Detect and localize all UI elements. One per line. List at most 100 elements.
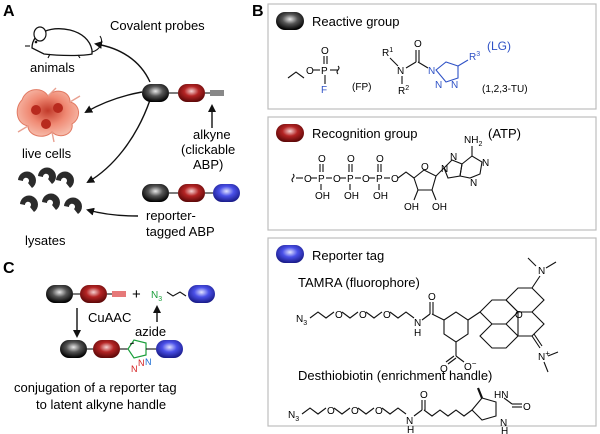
svg-text:O: O bbox=[375, 406, 383, 417]
svg-text:F: F bbox=[321, 85, 327, 96]
svg-text:N: N bbox=[428, 66, 435, 77]
label-reporter-1: reporter- bbox=[146, 208, 196, 223]
panel-c-letter: C bbox=[3, 260, 15, 277]
reporter-tagged-abp bbox=[142, 184, 240, 202]
svg-text:O: O bbox=[351, 406, 359, 417]
svg-text:NH2: NH2 bbox=[464, 135, 482, 148]
svg-text:N: N bbox=[500, 418, 507, 429]
reactive-group-capsule bbox=[142, 84, 169, 102]
svg-text:N3: N3 bbox=[296, 314, 307, 327]
svg-text:N+: N+ bbox=[538, 349, 550, 363]
svg-text:O−: O− bbox=[464, 359, 477, 373]
reactive-capsule-icon bbox=[276, 12, 304, 30]
svg-text:O: O bbox=[318, 154, 326, 165]
recognition-capsule-icon bbox=[276, 124, 304, 142]
svg-text:O: O bbox=[306, 66, 314, 77]
svg-text:N: N bbox=[451, 80, 458, 91]
svg-text:O: O bbox=[515, 310, 523, 321]
label-alkyne-1: alkyne bbox=[193, 127, 231, 142]
cells-icon bbox=[16, 87, 81, 143]
arrow-to-lysates-1 bbox=[86, 99, 151, 184]
arrow-to-cells bbox=[84, 91, 143, 113]
reactive-group-box bbox=[267, 3, 597, 110]
svg-text:O: O bbox=[362, 174, 370, 185]
svg-text:OH: OH bbox=[373, 191, 388, 202]
recognition-group-title: Recognition group bbox=[312, 126, 418, 141]
label-animals: animals bbox=[30, 60, 75, 75]
tu-structure: R1 N R2 O N N N R3 bbox=[382, 39, 480, 97]
label-alkyne-3: ABP) bbox=[193, 157, 223, 172]
svg-text:R2: R2 bbox=[398, 85, 409, 97]
svg-text:N: N bbox=[406, 416, 413, 427]
label-reporter-2: tagged ABP bbox=[146, 224, 215, 239]
svg-text:R3: R3 bbox=[469, 51, 480, 63]
reporter-capsule-icon bbox=[276, 245, 304, 263]
svg-text:P: P bbox=[347, 174, 354, 185]
svg-text:O: O bbox=[391, 174, 399, 185]
reporter-tag-box bbox=[267, 237, 597, 427]
panel-b-letter: B bbox=[252, 3, 264, 20]
svg-text:O: O bbox=[383, 310, 391, 321]
svg-text:O: O bbox=[421, 162, 429, 173]
svg-text:O: O bbox=[347, 154, 355, 165]
svg-text:O: O bbox=[428, 292, 436, 303]
svg-text:N: N bbox=[482, 158, 489, 169]
azide-n3-label: N3 bbox=[151, 290, 162, 303]
svg-text:N: N bbox=[435, 80, 442, 91]
svg-text:H: H bbox=[501, 426, 508, 434]
desthiobiotin-label: Desthiobiotin (enrichment handle) bbox=[298, 368, 492, 383]
svg-text:N: N bbox=[131, 364, 138, 374]
svg-text:H: H bbox=[414, 328, 421, 339]
mouse-icon bbox=[25, 26, 103, 59]
svg-text:R1: R1 bbox=[382, 47, 393, 59]
svg-text:N3: N3 bbox=[288, 410, 299, 423]
tamra-structure: N3 O O O N H O O O− O N N+ bbox=[296, 257, 559, 375]
svg-text:P: P bbox=[376, 174, 383, 185]
svg-text:N: N bbox=[441, 164, 448, 175]
svg-text:P: P bbox=[318, 174, 325, 185]
svg-text:N: N bbox=[470, 178, 477, 189]
svg-text:O: O bbox=[414, 39, 422, 50]
lg-label: (LG) bbox=[487, 39, 511, 53]
svg-text:OH: OH bbox=[344, 191, 359, 202]
svg-text:N: N bbox=[145, 357, 152, 367]
svg-text:O: O bbox=[304, 174, 312, 185]
svg-text:HN: HN bbox=[494, 390, 508, 401]
caption-c-1: conjugation of a reporter tag bbox=[14, 380, 177, 395]
label-azide: azide bbox=[135, 324, 166, 339]
svg-text:N: N bbox=[138, 358, 145, 368]
svg-text:N: N bbox=[450, 152, 457, 163]
label-cuaac: CuAAC bbox=[88, 310, 131, 325]
svg-text:O: O bbox=[420, 390, 428, 401]
caption-c-2: to latent alkyne handle bbox=[36, 397, 166, 412]
triazole-conjugate: N N N bbox=[60, 339, 183, 374]
svg-text:O: O bbox=[376, 154, 384, 165]
label-live-cells: live cells bbox=[22, 146, 72, 161]
desthiobiotin-structure: N3 O O O N H O HN O N H bbox=[288, 387, 531, 434]
plus-sign: + bbox=[132, 286, 141, 303]
svg-text:O: O bbox=[321, 46, 329, 57]
label-lysates: lysates bbox=[25, 233, 66, 248]
atp-structure: O P O OH O P O OH O P O OH O O OH OH bbox=[291, 135, 489, 213]
recognition-group-capsule bbox=[178, 84, 205, 102]
svg-text:O: O bbox=[327, 406, 335, 417]
svg-text:O: O bbox=[440, 364, 448, 375]
svg-text:O: O bbox=[359, 310, 367, 321]
lysates-icon bbox=[18, 167, 82, 214]
reporter-tag-title: Reporter tag bbox=[312, 248, 384, 263]
panel-a-letter: A bbox=[3, 3, 15, 20]
svg-text:P: P bbox=[321, 66, 328, 77]
reactive-group-title: Reactive group bbox=[312, 14, 399, 29]
svg-text:O: O bbox=[335, 310, 343, 321]
panel-c-alkyne-probe bbox=[46, 285, 126, 303]
clickable-abp bbox=[142, 84, 224, 102]
svg-text:O: O bbox=[523, 402, 531, 413]
fp-label: (FP) bbox=[352, 82, 371, 93]
tu-label: (1,2,3-TU) bbox=[482, 84, 528, 95]
svg-text:OH: OH bbox=[432, 202, 447, 213]
atp-label: (ATP) bbox=[488, 126, 521, 141]
label-alkyne-2: (clickable bbox=[181, 142, 235, 157]
azide-reporter: N3 bbox=[151, 285, 215, 303]
svg-text:N: N bbox=[538, 266, 545, 277]
